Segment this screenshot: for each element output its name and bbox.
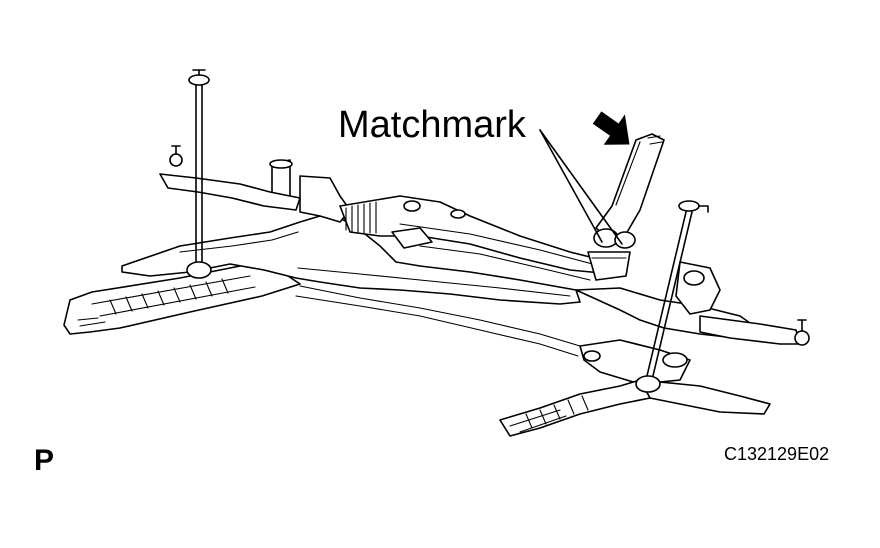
matchmark-label: Matchmark: [338, 104, 526, 146]
crossmember: [63, 145, 810, 437]
steering-intermediate-shaft: [587, 133, 665, 281]
stabilizer-link-right: [635, 200, 709, 393]
figure-code-label: C132129E02: [724, 444, 830, 464]
matchmark-leader-lines: [539, 129, 623, 245]
stabilizer-link-left: [186, 69, 212, 279]
direction-arrow-icon: [592, 111, 630, 145]
view-marker-label: P: [34, 444, 55, 477]
